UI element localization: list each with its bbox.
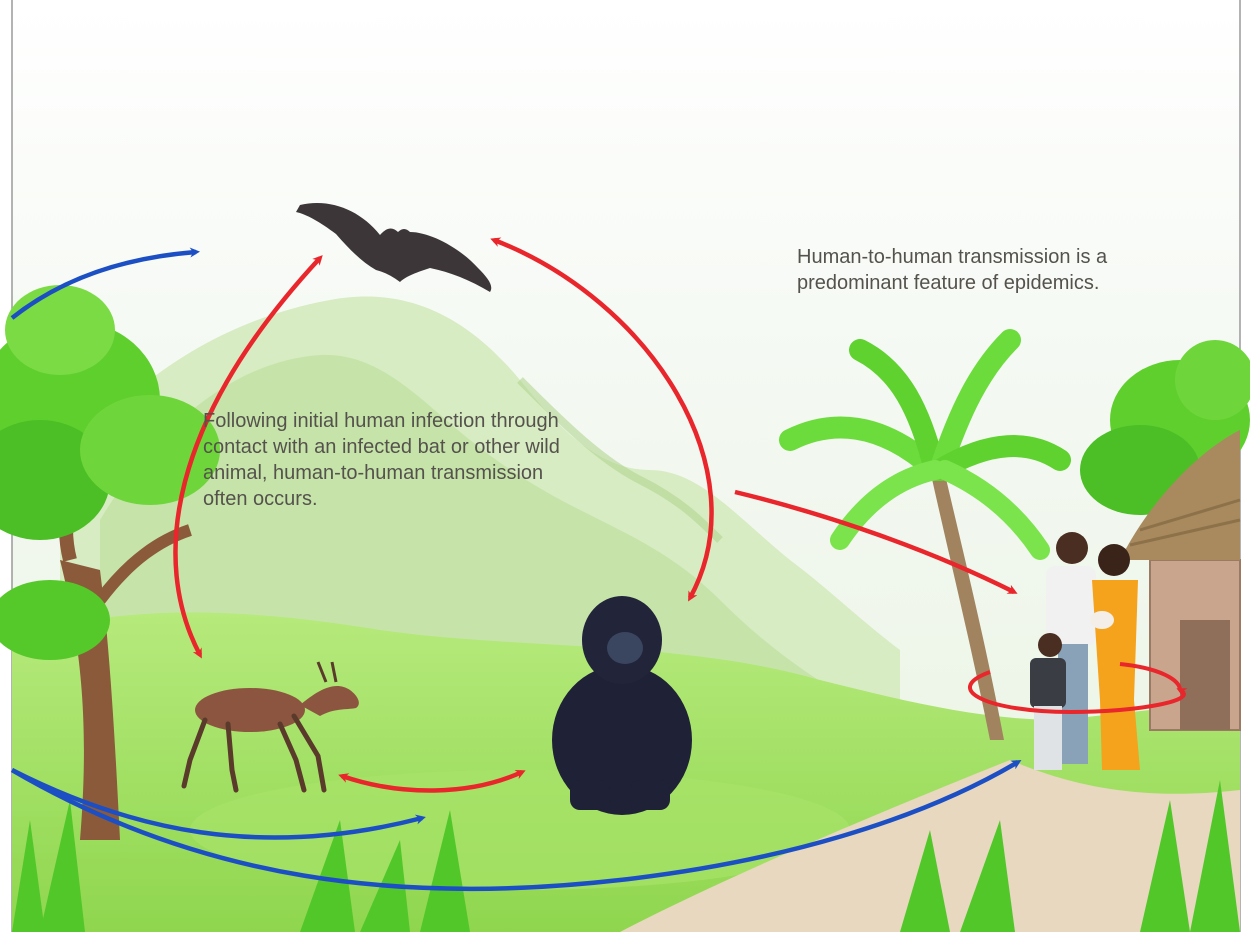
caption-line: contact with an infected bat or other wi… bbox=[203, 434, 683, 460]
caption-line: predominant feature of epidemics. bbox=[797, 270, 1217, 296]
human-to-human-caption: Human-to-human transmission is a predomi… bbox=[797, 244, 1217, 296]
caption-line: Following initial human infection throug… bbox=[203, 408, 683, 434]
caption-line: often occurs. bbox=[203, 486, 683, 512]
caption-line: animal, human-to-human transmission bbox=[203, 460, 683, 486]
initial-infection-caption: Following initial human infection throug… bbox=[203, 408, 683, 512]
caption-line: Human-to-human transmission is a bbox=[797, 244, 1217, 270]
